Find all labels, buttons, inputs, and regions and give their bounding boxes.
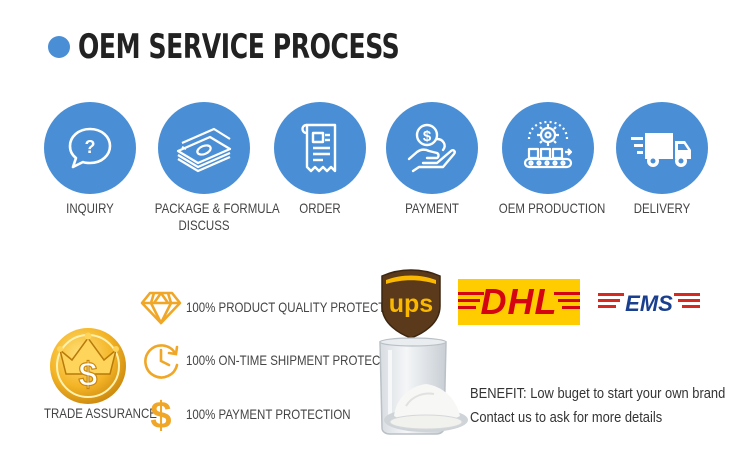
step-delivery: DELIVERY [602,102,722,217]
step-circle: $ [386,102,478,194]
step-circle: ? [44,102,136,194]
hand-coin-icon: $ [407,123,456,173]
step-oem-production: OEM PRODUCTION [488,102,608,217]
step-inquiry: ? INQUIRY [30,102,150,217]
step-circle [274,102,366,194]
crown-dollar-icon: $ [50,328,126,404]
title-row: OEM SERVICE PROCESS [48,27,470,67]
document-icon [301,123,337,173]
protection-shipment: 100% ON-TIME SHIPMENT PROTECTION [138,341,456,379]
protection-text: 100% PAYMENT PROTECTION [186,406,351,422]
svg-text:$: $ [79,356,98,394]
ems-logo-text: EMS [625,291,673,316]
trade-assurance-label: TRADE ASSURANCE [44,405,157,421]
protection-payment: $ 100% PAYMENT PROTECTION [138,395,387,433]
step-order: ORDER [260,102,380,217]
money-stack-icon [176,127,232,173]
dhl-logo: DHL [458,279,580,325]
step-label: ORDER [299,200,341,216]
benefit-line-2: Contact us to ask for more details [470,409,663,426]
dhl-logo-text: DHL [480,281,558,322]
benefit-line-1: BENEFIT: Low buget to start your own bra… [470,385,726,402]
ups-logo-text: ups [389,290,433,318]
clock-icon [138,341,184,379]
step-package-formula: PACKAGE & FORMULA DISCUSS [144,102,280,234]
step-payment: $ PAYMENT [372,102,492,217]
step-label: PACKAGE & FORMULA [154,200,280,216]
protection-quality: 100% PRODUCT QUALITY PROTECTION [138,288,454,326]
step-label: PAYMENT [405,200,459,216]
ups-logo: ups [381,269,441,339]
benefit-text: BENEFIT: Low buget to start your own bra… [470,382,725,430]
protection-text: 100% ON-TIME SHIPMENT PROTECTION [186,352,408,368]
truck-icon [631,133,691,167]
step-label: DELIVERY [633,200,691,216]
svg-text:$: $ [150,395,171,433]
conveyor-gear-icon [523,120,573,169]
step-circle [502,102,594,194]
step-label: OEM PRODUCTION [498,200,606,216]
ems-logo: EMS [598,291,700,316]
title-bullet [48,36,70,58]
protection-text: 100% PRODUCT QUALITY PROTECTION [186,299,406,315]
svg-text:?: ? [85,137,96,157]
step-circle [158,102,250,194]
diamond-icon [138,288,184,326]
page-title: OEM SERVICE PROCESS [78,27,400,67]
svg-text:$: $ [423,128,432,145]
dollar-icon: $ [138,395,184,433]
step-circle [616,102,708,194]
beaker-powder-image [379,337,468,435]
step-label-line2: DISCUSS [178,217,230,233]
step-label: INQUIRY [66,200,114,216]
chat-question-icon: ? [68,127,112,169]
